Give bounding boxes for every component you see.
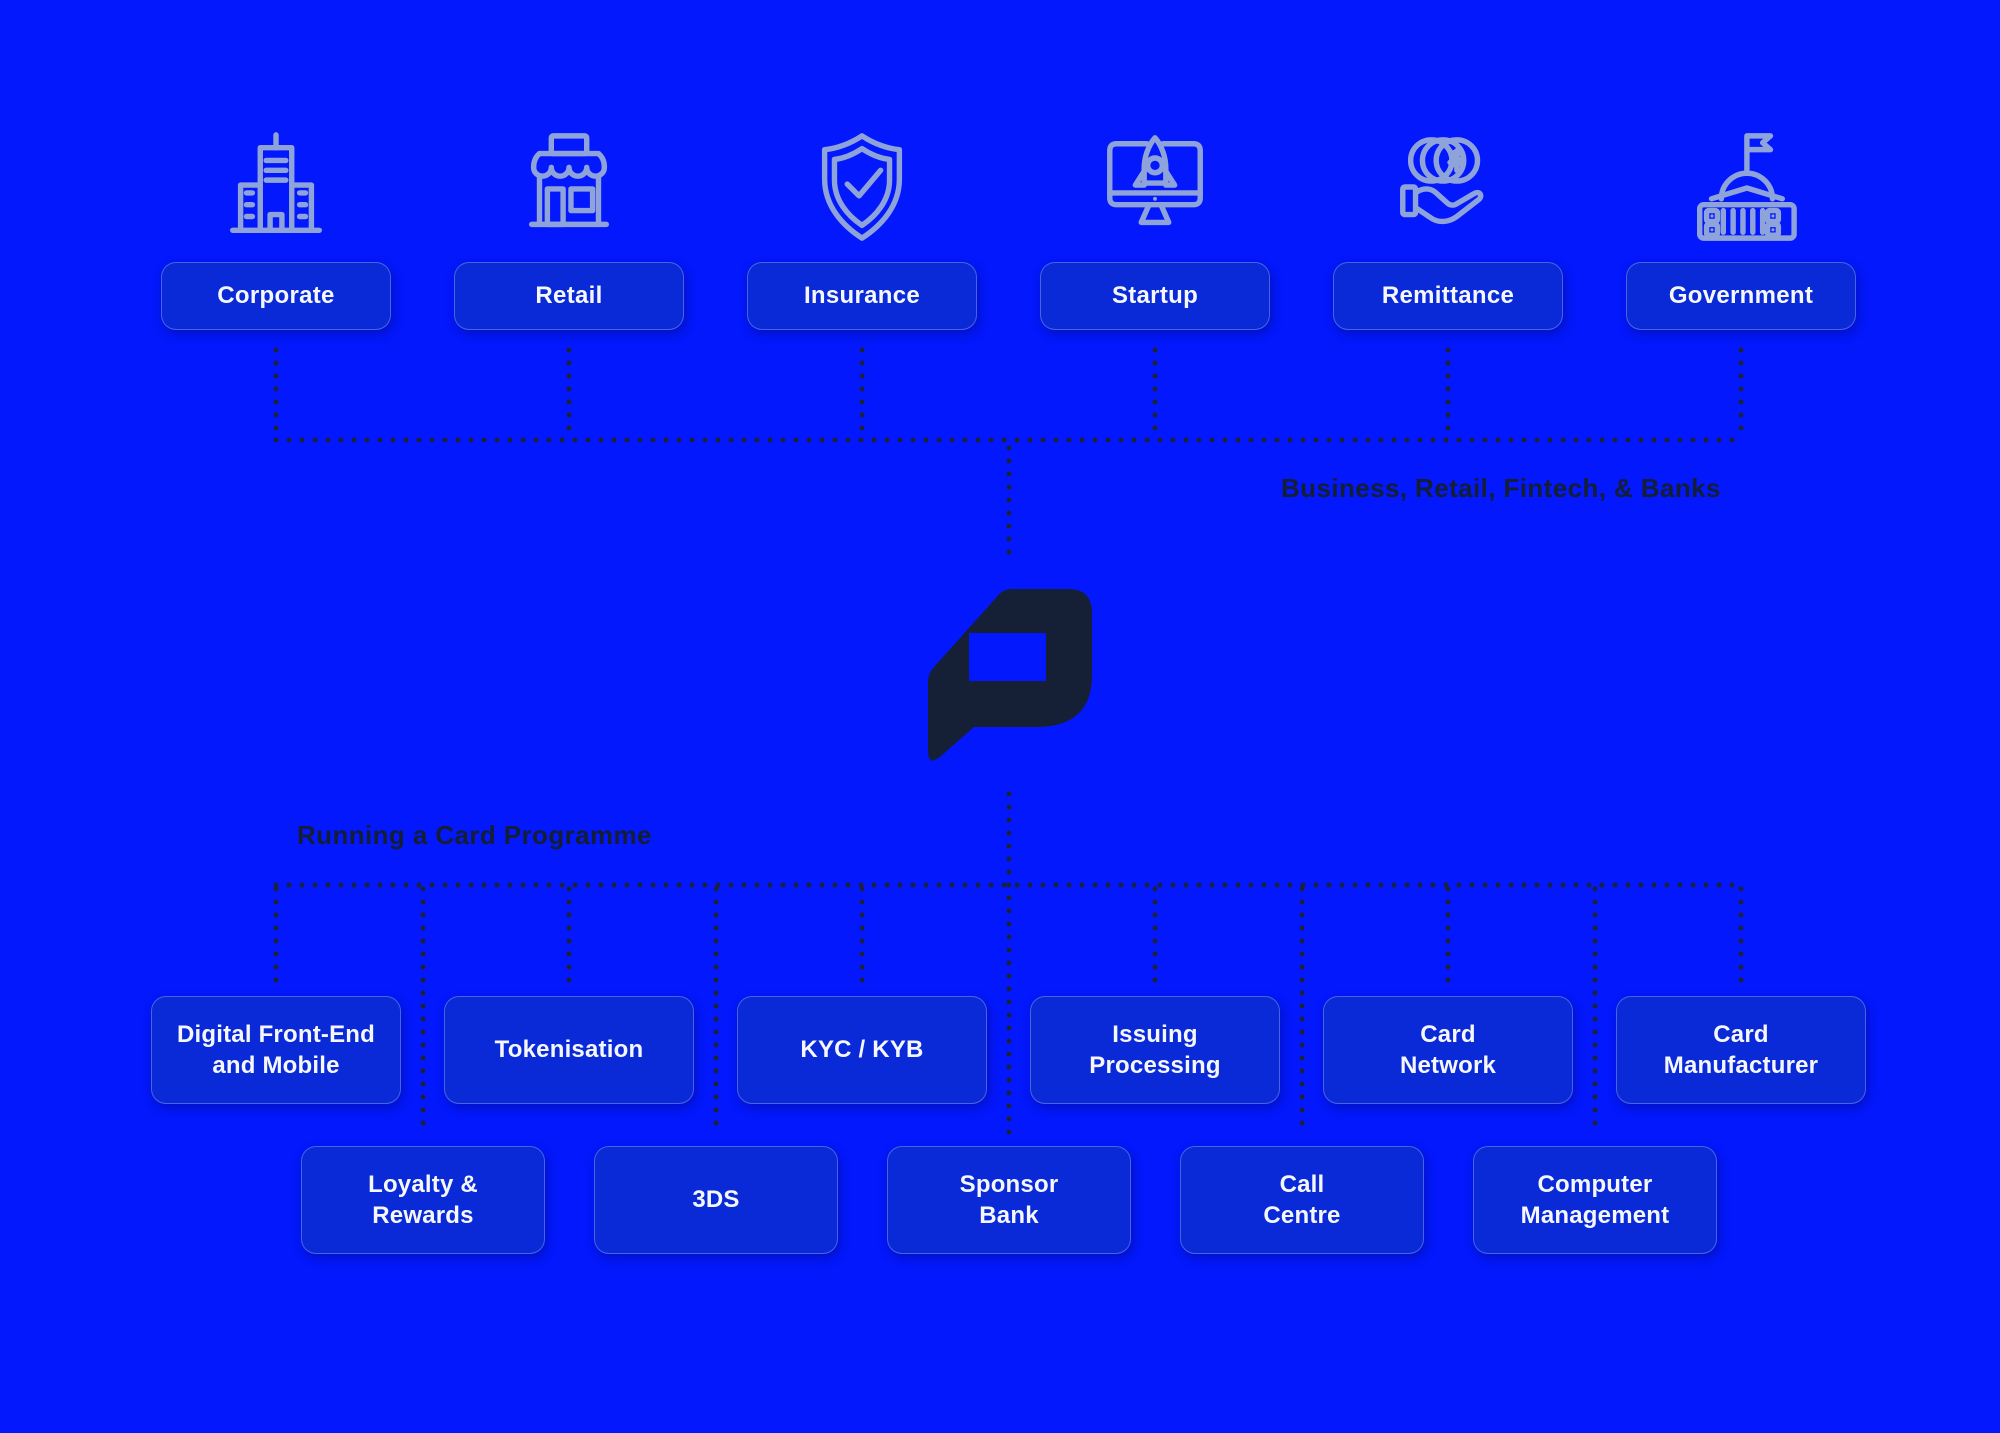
insurance-shield-check-icon — [801, 126, 923, 248]
node-label: Issuing Processing — [1089, 1020, 1221, 1079]
sector-corporate: Corporate — [161, 126, 391, 330]
node-label: Startup — [1111, 282, 1199, 309]
node-label: Retail — [535, 282, 603, 309]
node-label: Insurance — [803, 282, 921, 309]
paymentology-logo — [924, 587, 1096, 764]
corporate-building-icon — [215, 126, 337, 248]
node-label: Remittance — [1381, 282, 1515, 309]
bottom-section-label: Running a Card Programme — [297, 820, 652, 850]
node-label: Card Manufacturer — [1663, 1020, 1819, 1079]
top-section-label: Business, Retail, Fintech, & Banks — [1281, 473, 1721, 503]
sector-insurance: Insurance — [747, 126, 977, 330]
node-label: Call Centre — [1263, 1170, 1341, 1229]
remittance-hand-coins-icon — [1387, 126, 1509, 248]
node-label: Computer Management — [1520, 1170, 1670, 1229]
node-corporate: Corporate — [161, 262, 391, 330]
sector-startup: Startup — [1040, 126, 1270, 330]
sector-remittance: Remittance — [1333, 126, 1563, 330]
node-card-network: Card Network — [1323, 996, 1573, 1104]
node-call-centre: Call Centre — [1180, 1146, 1424, 1254]
node-3ds: 3DS — [594, 1146, 838, 1254]
node-label: Card Network — [1399, 1020, 1497, 1079]
node-sponsor-bank: Sponsor Bank — [887, 1146, 1131, 1254]
node-label: Loyalty & Rewards — [368, 1170, 478, 1229]
government-capitol-icon — [1680, 126, 1802, 248]
node-kyc-kyb: KYC / KYB — [737, 996, 987, 1104]
node-loyalty-rewards: Loyalty & Rewards — [301, 1146, 545, 1254]
node-issuing-processing: Issuing Processing — [1030, 996, 1280, 1104]
node-retail: Retail — [454, 262, 684, 330]
node-digital-front-end: Digital Front-End and Mobile — [151, 996, 401, 1104]
node-label: Sponsor Bank — [959, 1170, 1059, 1229]
node-computer-management: Computer Management — [1473, 1146, 1717, 1254]
node-label: KYC / KYB — [800, 1036, 924, 1064]
node-label: Tokenisation — [494, 1036, 644, 1064]
node-label: Government — [1668, 282, 1814, 309]
node-insurance: Insurance — [747, 262, 977, 330]
startup-rocket-monitor-icon — [1094, 126, 1216, 248]
node-label: Corporate — [217, 282, 335, 309]
node-startup: Startup — [1040, 262, 1270, 330]
node-label: 3DS — [692, 1186, 740, 1214]
node-label: Digital Front-End and Mobile — [176, 1020, 376, 1079]
node-government: Government — [1626, 262, 1856, 330]
node-remittance: Remittance — [1333, 262, 1563, 330]
node-card-manufacturer: Card Manufacturer — [1616, 996, 1866, 1104]
sector-government: Government — [1626, 126, 1856, 330]
retail-storefront-icon — [508, 126, 630, 248]
sector-retail: Retail — [454, 126, 684, 330]
node-tokenisation: Tokenisation — [444, 996, 694, 1104]
